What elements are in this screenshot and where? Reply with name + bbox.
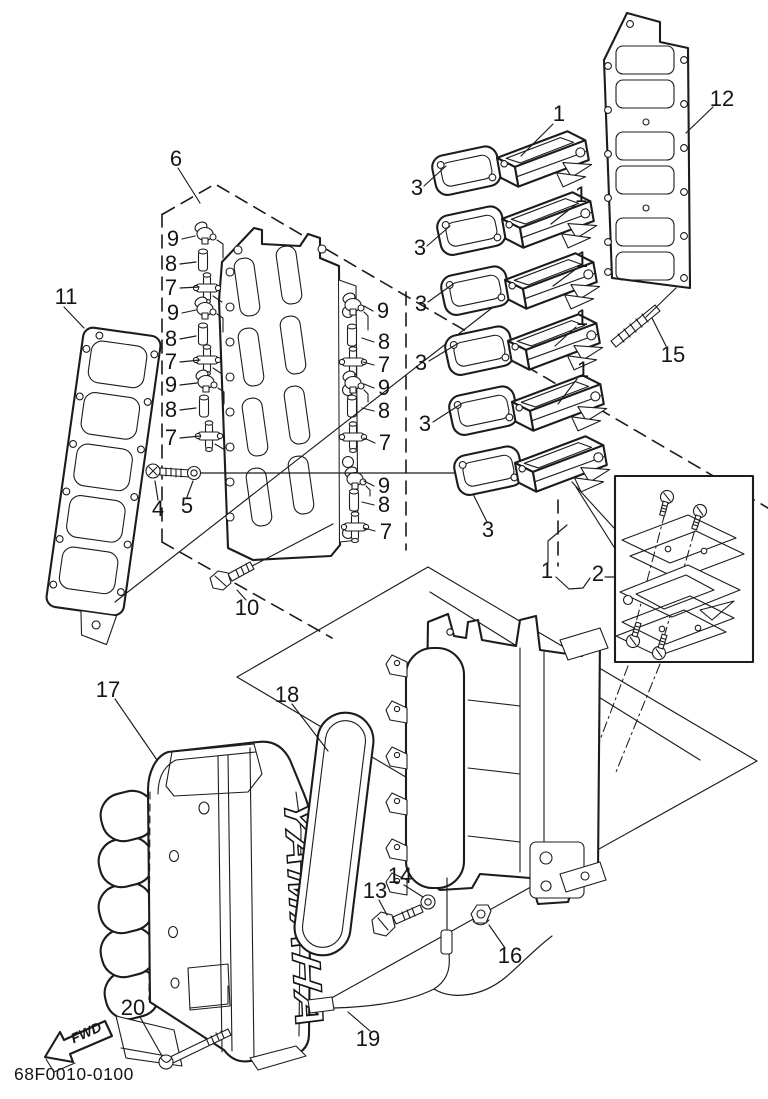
gasket-3-stack (428, 143, 526, 499)
callout-8-l1: 8 (165, 251, 177, 276)
washer-14 (420, 894, 436, 910)
valve-body (217, 226, 359, 562)
callout-16: 16 (498, 943, 522, 968)
callout-2: 2 (592, 561, 604, 586)
callout-8-l2: 8 (165, 326, 177, 351)
reference-lines (114, 303, 498, 603)
callout-1-r1: 1 (553, 101, 565, 126)
callout-8-r3: 8 (378, 492, 390, 517)
callout-12: 12 (710, 86, 734, 111)
drawing-number: 68F0010-0100 (14, 1064, 134, 1084)
callout-20: 20 (121, 995, 145, 1020)
callout-13: 13 (363, 878, 387, 903)
intake-silencer-17: YAMAHA (92, 740, 333, 1071)
callout-9-l1: 9 (167, 226, 179, 251)
fittings-left-column (192, 219, 226, 453)
callout-3-r6: 3 (482, 517, 494, 542)
fittings-right-column (338, 290, 371, 544)
callout-9-l2: 9 (167, 300, 179, 325)
callout-3-r5: 3 (419, 411, 431, 436)
callout-6: 6 (170, 146, 182, 171)
callout-9-r3: 9 (378, 473, 390, 498)
bolt-20 (158, 1028, 232, 1070)
callout-15: 15 (661, 342, 685, 367)
bolt-10 (209, 561, 255, 591)
gasket-11 (45, 326, 162, 646)
callout-8-l3: 8 (165, 397, 177, 422)
washer-5 (186, 465, 202, 481)
callout-7-l2: 7 (165, 349, 177, 374)
seal-18 (293, 711, 375, 957)
callout-1-bracket: 1 (541, 558, 553, 583)
callout-14: 14 (388, 863, 412, 888)
callout-5: 5 (181, 493, 193, 518)
callout-8-r2: 8 (378, 398, 390, 423)
callout-1-r4: 1 (576, 305, 588, 330)
callout-7-l3: 7 (165, 425, 177, 450)
leader-lines (63, 106, 714, 1057)
callout-7-l1: 7 (165, 275, 177, 300)
bolt-13 (371, 904, 424, 937)
engine-block (385, 612, 609, 955)
reed-valve-detail-box-2 (613, 474, 755, 664)
callout-9-l3: 9 (165, 372, 177, 397)
callout-1-r5: 1 (577, 357, 589, 382)
callout-1-r2: 1 (575, 182, 587, 207)
nut-16 (470, 904, 492, 926)
screw-4 (145, 463, 191, 479)
callout-9-r1: 9 (377, 298, 389, 323)
callout-1-r3: 1 (576, 247, 588, 272)
callout-7-r3: 7 (380, 519, 392, 544)
gasket-12 (602, 11, 692, 290)
callout-3-r2: 3 (414, 235, 426, 260)
callout-3-r3: 3 (415, 291, 427, 316)
callout-4: 4 (152, 496, 164, 521)
callout-labels: 6 11 12 15 4 5 10 17 18 13 14 16 19 20 1… (55, 86, 735, 1051)
callout-3-r4: 3 (415, 350, 427, 375)
reed-valve-1-stack (493, 127, 614, 504)
callout-19: 19 (356, 1026, 380, 1051)
callout-7-r1: 7 (378, 352, 390, 377)
callout-10: 10 (235, 595, 259, 620)
callout-7-r2: 7 (379, 430, 391, 455)
callout-18: 18 (275, 682, 299, 707)
callout-9-r2: 9 (378, 375, 390, 400)
callout-8-r1: 8 (378, 329, 390, 354)
hose-19 (307, 935, 553, 1014)
callout-11: 11 (55, 284, 78, 309)
callout-3-r1: 3 (411, 175, 423, 200)
callout-17: 17 (96, 677, 120, 702)
